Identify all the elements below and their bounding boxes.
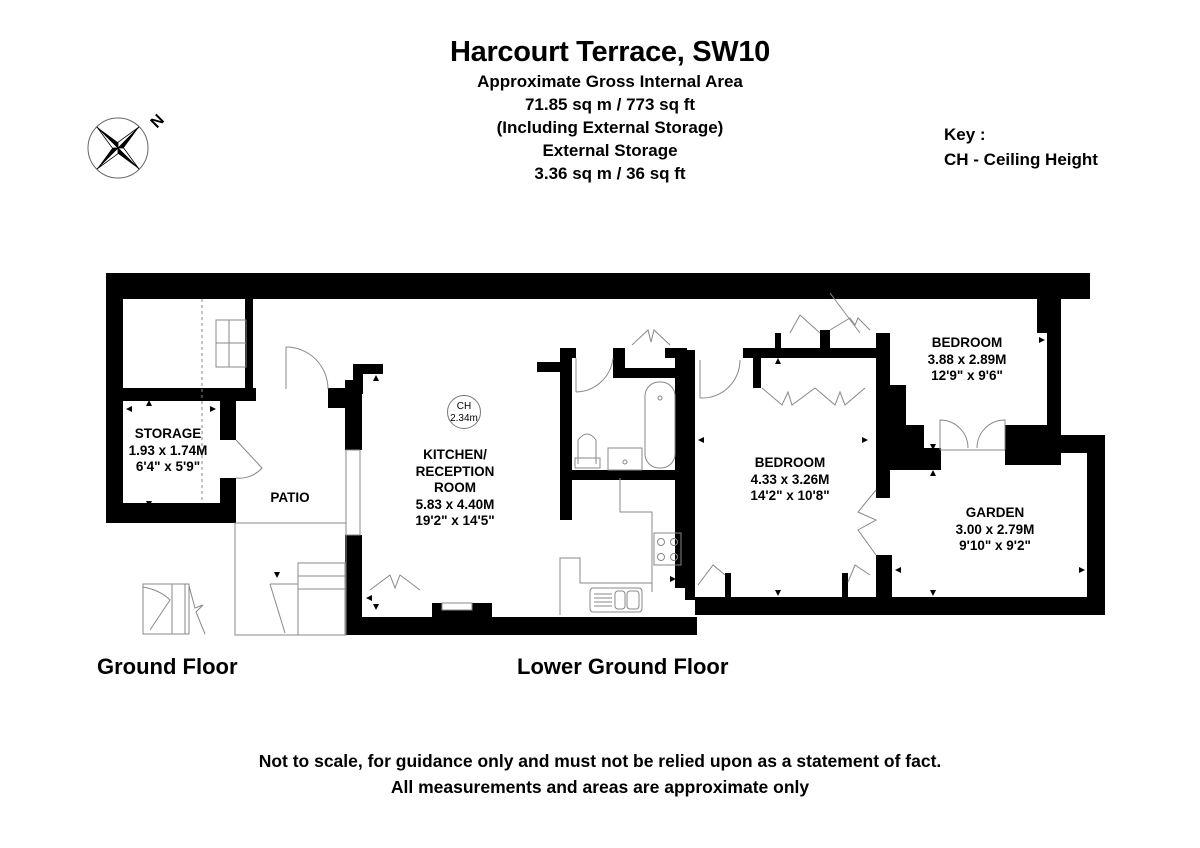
room-name: STORAGE — [134, 426, 202, 441]
room-name: PATIO — [270, 490, 310, 505]
room-storage: STORAGE 1.93 x 1.74M 6'4" x 5'9" — [120, 426, 216, 476]
room-metric-size: 3.00 x 2.79M — [955, 521, 1035, 537]
ground-floor-label: Ground Floor — [97, 654, 238, 679]
room-imperial-size: 14'2" x 10'8" — [750, 488, 830, 503]
room-imperial-size: 6'4" x 5'9" — [135, 459, 201, 474]
ch-value: 2.34m — [450, 413, 478, 424]
room-name: GARDEN — [965, 505, 1025, 520]
disclaimer: Not to scale, for guidance only and must… — [200, 748, 1000, 800]
plan-header: Harcourt Terrace, SW10 Approximate Gross… — [300, 34, 920, 185]
disclaimer-line-2: All measurements and areas are approxima… — [390, 777, 810, 797]
disclaimer-line-1: Not to scale, for guidance only and must… — [258, 751, 942, 771]
room-imperial-size: 9'10" x 9'2" — [959, 538, 1031, 553]
north-compass-icon: N — [87, 111, 168, 179]
gia-value: 71.85 sq m / 773 sq ft — [524, 95, 696, 114]
room-kitchen-reception: KITCHEN/ RECEPTION ROOM 5.83 x 4.40M 19'… — [400, 447, 510, 530]
room-imperial-size: 12'9" x 9'6" — [931, 368, 1003, 383]
external-storage-label: External Storage — [542, 141, 678, 160]
room-garden: GARDEN 3.00 x 2.79M 9'10" x 9'2" — [935, 505, 1055, 555]
room-metric-size: 1.93 x 1.74M — [128, 442, 208, 458]
room-imperial-size: 19'2" x 14'5" — [415, 513, 495, 528]
gia-note: (Including External Storage) — [496, 118, 724, 137]
room-name: RECEPTION — [415, 463, 495, 479]
room-bedroom-2: BEDROOM 3.88 x 2.89M 12'9" x 9'6" — [912, 335, 1022, 385]
external-storage-value: 3.36 sq m / 36 sq ft — [534, 164, 686, 183]
fixtures — [142, 292, 1006, 636]
room-name: KITCHEN/ — [423, 447, 487, 462]
room-metric-size: 5.83 x 4.40M — [415, 496, 495, 512]
lower-ground-floor-label: Lower Ground Floor — [517, 654, 729, 679]
key-title: Key : — [944, 125, 986, 144]
room-name: BEDROOM — [754, 455, 826, 470]
room-name: ROOM — [434, 480, 476, 495]
key-entry-ch: CH - Ceiling Height — [944, 150, 1098, 169]
ceiling-height-badge: CH 2.34m — [447, 395, 481, 429]
room-name: BEDROOM — [931, 335, 1003, 350]
room-patio: PATIO — [250, 490, 330, 507]
gia-label: Approximate Gross Internal Area — [477, 72, 743, 91]
legend-key: Key : CH - Ceiling Height — [944, 122, 1098, 172]
property-title: Harcourt Terrace, SW10 — [449, 36, 771, 68]
room-metric-size: 4.33 x 3.26M — [750, 471, 830, 487]
ch-label: CH — [456, 401, 472, 412]
room-metric-size: 3.88 x 2.89M — [927, 351, 1007, 367]
room-bedroom-1: BEDROOM 4.33 x 3.26M 14'2" x 10'8" — [730, 455, 850, 505]
walls — [106, 273, 1105, 635]
